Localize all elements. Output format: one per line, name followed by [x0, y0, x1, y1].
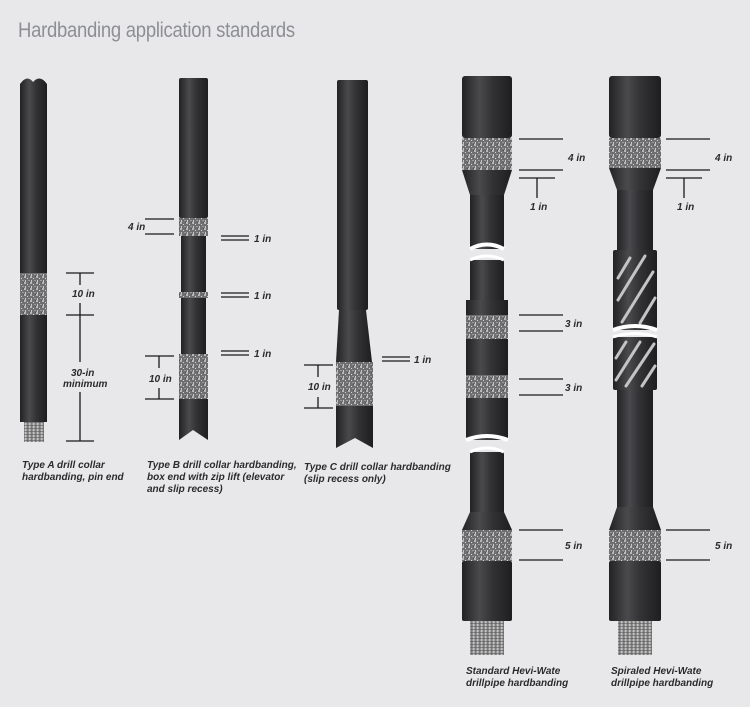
- caption-type-c: Type C drill collar hardbanding (slip re…: [304, 462, 451, 486]
- dim-label: 3 in: [565, 319, 582, 330]
- dim-label: 1 in: [530, 202, 547, 213]
- dim-label: 3 in: [565, 383, 582, 394]
- caption-line: Type A drill collar: [22, 460, 105, 471]
- type-b-dimensions: [145, 218, 249, 400]
- dim-label: 10 in: [72, 289, 95, 300]
- dim-label: 1 in: [677, 202, 694, 213]
- caption-line: drillpipe hardbanding: [611, 678, 714, 689]
- dim-label: 1 in: [414, 355, 431, 366]
- caption-line: and slip recess): [147, 484, 223, 495]
- caption-standard-hevi-wate: Standard Hevi-Wate drillpipe hardbanding: [466, 666, 568, 690]
- dim-label: 4 in: [127, 222, 145, 233]
- dim-label: 5 in: [565, 541, 582, 552]
- standard-hevi-wate-dimensions: [519, 138, 563, 561]
- dim-label: 30-in: [71, 368, 94, 379]
- spiraled-hevi-wate-pipe: [609, 76, 661, 655]
- standard-hevi-wate-pipe: [462, 76, 512, 655]
- caption-line: drillpipe hardbanding: [466, 678, 569, 689]
- caption-type-a: Type A drill collar hardbanding, pin end: [22, 460, 124, 484]
- caption-type-b: Type B drill collar hardbanding, box end…: [147, 460, 297, 496]
- type-c-dimensions: [304, 356, 410, 409]
- dim-label: 1 in: [254, 234, 271, 245]
- hardband-band: [20, 273, 47, 315]
- caption-line: Spiraled Hevi-Wate: [611, 666, 702, 677]
- caption-line: (slip recess only): [304, 474, 386, 485]
- dim-label: 4 in: [714, 153, 732, 164]
- dim-label: 1 in: [254, 291, 271, 302]
- type-b-drill-collar: [179, 78, 208, 440]
- dim-label: minimum: [63, 379, 108, 390]
- dim-label: 4 in: [567, 153, 585, 164]
- caption-line: Type C drill collar hardbanding: [304, 462, 451, 473]
- pin-thread: [24, 422, 44, 442]
- caption-line: Type B drill collar hardbanding,: [147, 460, 297, 471]
- caption-line: hardbanding, pin end: [22, 472, 124, 483]
- page-title: Hardbanding application standards: [18, 19, 295, 42]
- caption-line: box end with zip lift (elevator: [147, 472, 285, 483]
- dim-label: 10 in: [308, 382, 331, 393]
- type-a-dimensions: [66, 272, 94, 442]
- dim-label: 10 in: [149, 374, 172, 385]
- caption-line: Standard Hevi-Wate: [466, 666, 561, 677]
- spiraled-hevi-wate-dimensions: [666, 138, 710, 561]
- type-c-drill-collar: [336, 80, 373, 448]
- dim-label: 1 in: [254, 349, 271, 360]
- type-a-drill-collar: [20, 78, 47, 442]
- dim-label: 5 in: [715, 541, 732, 552]
- caption-spiraled-hevi-wate: Spiraled Hevi-Wate drillpipe hardbanding: [611, 666, 713, 690]
